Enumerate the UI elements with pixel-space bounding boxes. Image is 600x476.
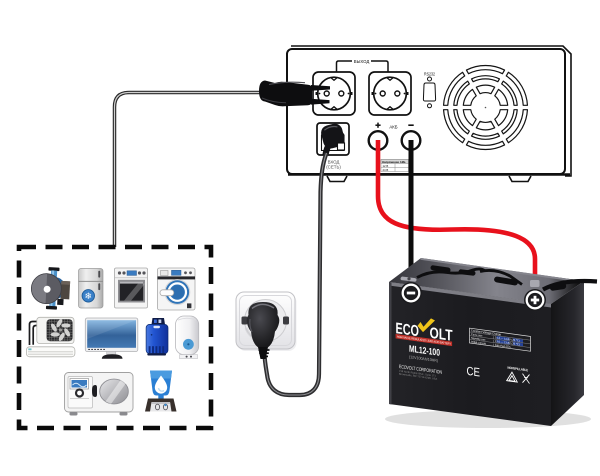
- svg-text:ВЫХОД: ВЫХОД: [354, 59, 370, 65]
- svg-text:❄: ❄: [85, 291, 93, 301]
- svg-text:АКБ: АКБ: [389, 125, 397, 130]
- svg-text:(СЕТЬ): (СЕТЬ): [326, 165, 341, 170]
- svg-text:Напряжение АКБ: Напряжение АКБ: [382, 160, 406, 164]
- svg-text:12 В: 12 В: [383, 164, 389, 168]
- svg-text:Initial current: Initial current: [471, 339, 486, 345]
- svg-text:Constant Voltage Charge: Constant Voltage Charge: [471, 328, 502, 336]
- svg-text:| 14.4 — 14.8V (25 ℃): | 14.4 — 14.8V (25 ℃): [494, 335, 520, 343]
- svg-text:Brownsville, MP 72713-6208, US: Brownsville, MP 72713-6208, USA: [399, 373, 437, 381]
- svg-text:ML12-100: ML12-100: [409, 344, 440, 359]
- svg-text:NONSPILLABLE: NONSPILLABLE: [508, 366, 529, 373]
- svg-text:| less than 25A: | less than 25A: [494, 343, 511, 349]
- svg-text:Cycle use: Cycle use: [471, 332, 483, 338]
- svg-text:CE: CE: [467, 364, 481, 380]
- svg-text:218 North Rights Blvd., Suite: 218 North Rights Blvd., Suite 171: [399, 370, 436, 378]
- svg-text:RS232: RS232: [424, 71, 436, 76]
- svg-text:ECOVOLT CORPORATION: ECOVOLT CORPORATION: [399, 364, 442, 376]
- svg-text:ВХОД: ВХОД: [328, 160, 340, 165]
- svg-text:AGM VALVE REGULATED LEAD ACID: AGM VALVE REGULATED LEAD ACID BATTERY: [397, 335, 451, 346]
- svg-text:Standby use: Standby use: [471, 336, 486, 342]
- svg-text:| 13.6 — 13.8V (25 ℃): | 13.6 — 13.8V (25 ℃): [494, 339, 520, 347]
- svg-text:24 В: 24 В: [383, 168, 389, 172]
- svg-text:(12V100Ah/10HR): (12V100Ah/10HR): [409, 354, 439, 363]
